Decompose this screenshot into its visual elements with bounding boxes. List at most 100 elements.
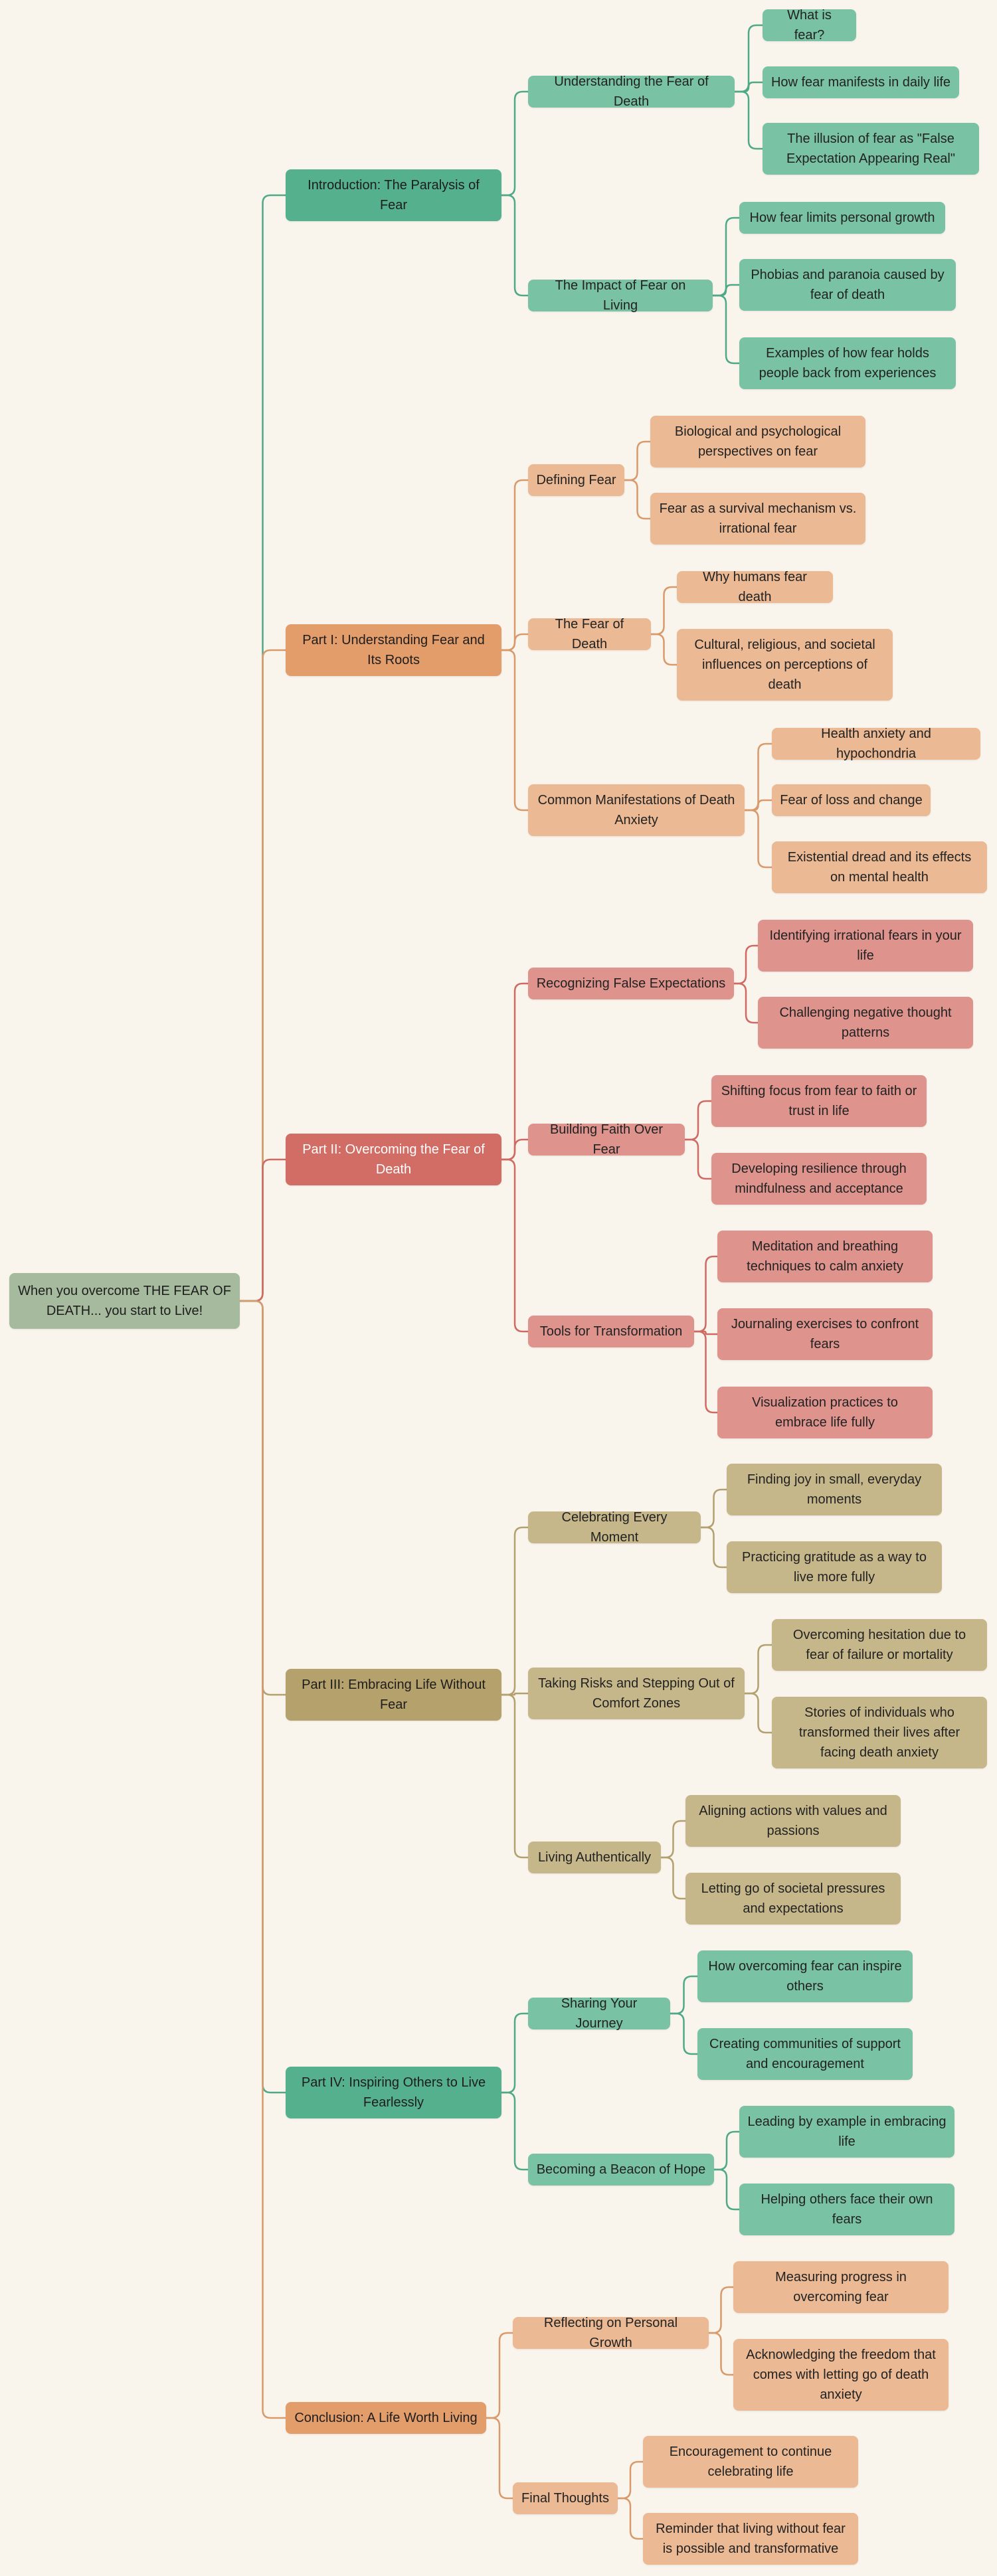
- leaf-node-how-overcoming-fear-can-inspire-others: How overcoming fear can inspire others: [697, 1950, 913, 2002]
- link-topic-1-1-leaf-1: [651, 633, 677, 666]
- topic-node-becoming-a-beacon-of-hope: Becoming a Beacon of Hope: [528, 2154, 714, 2186]
- leaf-node-identifying-irrational-fears-in-your-lif: Identifying irrational fears in your lif…: [758, 920, 973, 972]
- topic-node-common-manifestations-of-death-anxiety: Common Manifestations of Death Anxiety: [528, 784, 745, 836]
- link-topic-2-2-leaf-0: [694, 1255, 717, 1333]
- link-root-branch-2: [240, 1158, 286, 1302]
- leaf-node-examples-of-how-fear-holds-people-back-f: Examples of how fear holds people back f…: [739, 337, 956, 389]
- leaf-node-why-humans-fear-death: Why humans fear death: [677, 570, 833, 604]
- topic-node-final-thoughts: Final Thoughts: [513, 2482, 618, 2514]
- link-topic-3-1-leaf-0: [745, 1644, 772, 1695]
- link-topic-2-1-leaf-0: [685, 1100, 711, 1141]
- topic-node-the-fear-of-death: The Fear of Death: [528, 617, 651, 651]
- leaf-node-stories-of-individuals-who-transformed-t: Stories of individuals who transformed t…: [772, 1697, 987, 1768]
- link-branch-2-topic-2: [501, 1158, 528, 1333]
- leaf-node-how-fear-limits-personal-growth: How fear limits personal growth: [739, 202, 945, 234]
- leaf-node-finding-joy-in-small-everyday-moments: Finding joy in small, everyday moments: [727, 1464, 942, 1515]
- topic-node-recognizing-false-expectations: Recognizing False Expectations: [528, 968, 734, 999]
- link-topic-2-0-leaf-1: [734, 982, 758, 1024]
- link-topic-2-2-leaf-1: [694, 1330, 717, 1335]
- link-topic-1-2-leaf-2: [745, 809, 772, 869]
- leaf-node-leading-by-example-in-embracing-life: Leading by example in embracing life: [739, 2106, 954, 2158]
- leaf-node-acknowledging-the-freedom-that-comes-wit: Acknowledging the freedom that comes wit…: [733, 2339, 949, 2411]
- link-branch-1-topic-0: [501, 479, 528, 651]
- link-topic-5-0-leaf-0: [709, 2286, 733, 2334]
- link-topic-3-1-leaf-1: [745, 1692, 772, 1734]
- link-branch-0-topic-1: [501, 194, 528, 297]
- link-topic-2-0-leaf-0: [734, 944, 758, 985]
- link-topic-2-1-leaf-1: [685, 1138, 711, 1180]
- leaf-node-fear-of-loss-and-change: Fear of loss and change: [772, 784, 931, 816]
- leaf-node-visualization-practices-to-embrace-life-: Visualization practices to embrace life …: [717, 1387, 933, 1438]
- link-topic-0-1-leaf-2: [713, 294, 739, 365]
- link-topic-0-0-leaf-2: [735, 90, 763, 150]
- leaf-node-overcoming-hesitation-due-to-fear-of-fai: Overcoming hesitation due to fear of fai…: [772, 1619, 987, 1671]
- leaf-node-helping-others-face-their-own-fears: Helping others face their own fears: [739, 2184, 954, 2235]
- link-branch-3-topic-0: [501, 1526, 528, 1696]
- leaf-node-phobias-and-paranoia-caused-by-fear-of-d: Phobias and paranoia caused by fear of d…: [739, 259, 956, 311]
- link-branch-3-topic-1: [501, 1692, 528, 1696]
- topic-node-tools-for-transformation: Tools for Transformation: [528, 1316, 694, 1347]
- link-topic-1-0-leaf-1: [624, 479, 650, 520]
- link-topic-3-0-leaf-1: [701, 1526, 727, 1569]
- link-topic-3-2-leaf-0: [661, 1820, 685, 1859]
- leaf-node-reminder-that-living-without-fear-is-pos: Reminder that living without fear is pos…: [643, 2513, 858, 2565]
- topic-node-the-impact-of-fear-on-living: The Impact of Fear on Living: [528, 278, 713, 313]
- link-topic-1-0-leaf-0: [624, 440, 650, 481]
- link-topic-4-0-leaf-0: [670, 1975, 697, 2015]
- leaf-node-aligning-actions-with-values-and-passion: Aligning actions with values and passion…: [685, 1795, 901, 1847]
- root-node: When you overcome THE FEAR OF DEATH... y…: [9, 1273, 240, 1329]
- leaf-node-journaling-exercises-to-confront-fears: Journaling exercises to confront fears: [717, 1308, 933, 1360]
- topic-node-building-faith-over-fear: Building Faith Over Fear: [528, 1122, 685, 1157]
- topic-node-defining-fear: Defining Fear: [528, 464, 624, 496]
- leaf-node-cultural-religious-and-societal-influenc: Cultural, religious, and societal influe…: [677, 629, 893, 701]
- link-topic-5-1-leaf-0: [618, 2460, 643, 2500]
- link-branch-4-topic-0: [501, 2012, 528, 2094]
- link-branch-5-topic-1: [486, 2417, 513, 2500]
- leaf-node-shifting-focus-from-fear-to-faith-or-tru: Shifting focus from fear to faith or tru…: [711, 1075, 927, 1127]
- leaf-node-practicing-gratitude-as-a-way-to-live-mo: Practicing gratitude as a way to live mo…: [727, 1541, 942, 1593]
- topic-node-living-authentically: Living Authentically: [528, 1842, 661, 1873]
- link-topic-4-0-leaf-1: [670, 2012, 697, 2055]
- topic-node-sharing-your-journey: Sharing Your Journey: [528, 1996, 670, 2031]
- branch-node-part-ii-overcoming-the-fear-of-death: Part II: Overcoming the Fear of Death: [286, 1134, 501, 1185]
- leaf-node-biological-and-psychological-perspective: Biological and psychological perspective…: [650, 416, 865, 468]
- leaf-node-measuring-progress-in-overcoming-fear: Measuring progress in overcoming fear: [733, 2261, 949, 2313]
- branch-node-part-i-understanding-fear-and-its-roots: Part I: Understanding Fear and Its Roots: [286, 624, 501, 676]
- leaf-node-letting-go-of-societal-pressures-and-exp: Letting go of societal pressures and exp…: [685, 1873, 901, 1925]
- branch-node-introduction-the-paralysis-of-fear: Introduction: The Paralysis of Fear: [286, 169, 501, 221]
- leaf-node-what-is-fear: What is fear?: [763, 8, 856, 43]
- link-topic-0-1-leaf-0: [713, 216, 739, 297]
- link-topic-1-1-leaf-0: [651, 586, 677, 636]
- topic-node-taking-risks-and-stepping-out-of-comfort: Taking Risks and Stepping Out of Comfort…: [528, 1668, 745, 1719]
- link-branch-3-topic-2: [501, 1693, 528, 1859]
- leaf-node-challenging-negative-thought-patterns: Challenging negative thought patterns: [758, 997, 973, 1049]
- leaf-node-fear-as-a-survival-mechanism-vs-irration: Fear as a survival mechanism vs. irratio…: [650, 493, 865, 545]
- link-topic-0-1-leaf-1: [713, 284, 739, 297]
- link-topic-3-2-leaf-1: [661, 1856, 685, 1900]
- link-branch-2-topic-0: [501, 982, 528, 1161]
- branch-node-conclusion-a-life-worth-living: Conclusion: A Life Worth Living: [286, 2402, 486, 2434]
- link-topic-4-1-leaf-1: [714, 2168, 739, 2211]
- link-root-branch-5: [240, 1300, 286, 2419]
- leaf-node-how-fear-manifests-in-daily-life: How fear manifests in daily life: [763, 66, 959, 98]
- link-topic-0-0-leaf-1: [735, 81, 763, 93]
- topic-node-understanding-the-fear-of-death: Understanding the Fear of Death: [528, 74, 735, 109]
- leaf-node-health-anxiety-and-hypochondria: Health anxiety and hypochondria: [772, 727, 980, 761]
- link-branch-4-topic-1: [501, 2091, 528, 2171]
- leaf-node-developing-resilience-through-mindfulnes: Developing resilience through mindfulnes…: [711, 1153, 927, 1205]
- link-topic-3-0-leaf-0: [701, 1488, 727, 1529]
- branch-node-part-iii-embracing-life-without-fear: Part III: Embracing Life Without Fear: [286, 1669, 501, 1721]
- link-topic-2-2-leaf-2: [694, 1330, 717, 1414]
- leaf-node-the-illusion-of-fear-as-false-expectatio: The illusion of fear as "False Expectati…: [763, 123, 979, 175]
- link-topic-4-1-leaf-0: [714, 2130, 739, 2171]
- link-topic-5-1-leaf-1: [618, 2497, 643, 2540]
- link-topic-5-0-leaf-1: [709, 2332, 733, 2376]
- leaf-node-creating-communities-of-support-and-enco: Creating communities of support and enco…: [697, 2028, 913, 2080]
- link-branch-1-topic-2: [501, 649, 528, 812]
- leaf-node-existential-dread-and-its-effects-on-men: Existential dread and its effects on men…: [772, 841, 987, 893]
- link-topic-1-2-leaf-1: [745, 799, 772, 812]
- topic-node-reflecting-on-personal-growth: Reflecting on Personal Growth: [513, 2316, 709, 2350]
- topic-node-celebrating-every-moment: Celebrating Every Moment: [528, 1510, 701, 1545]
